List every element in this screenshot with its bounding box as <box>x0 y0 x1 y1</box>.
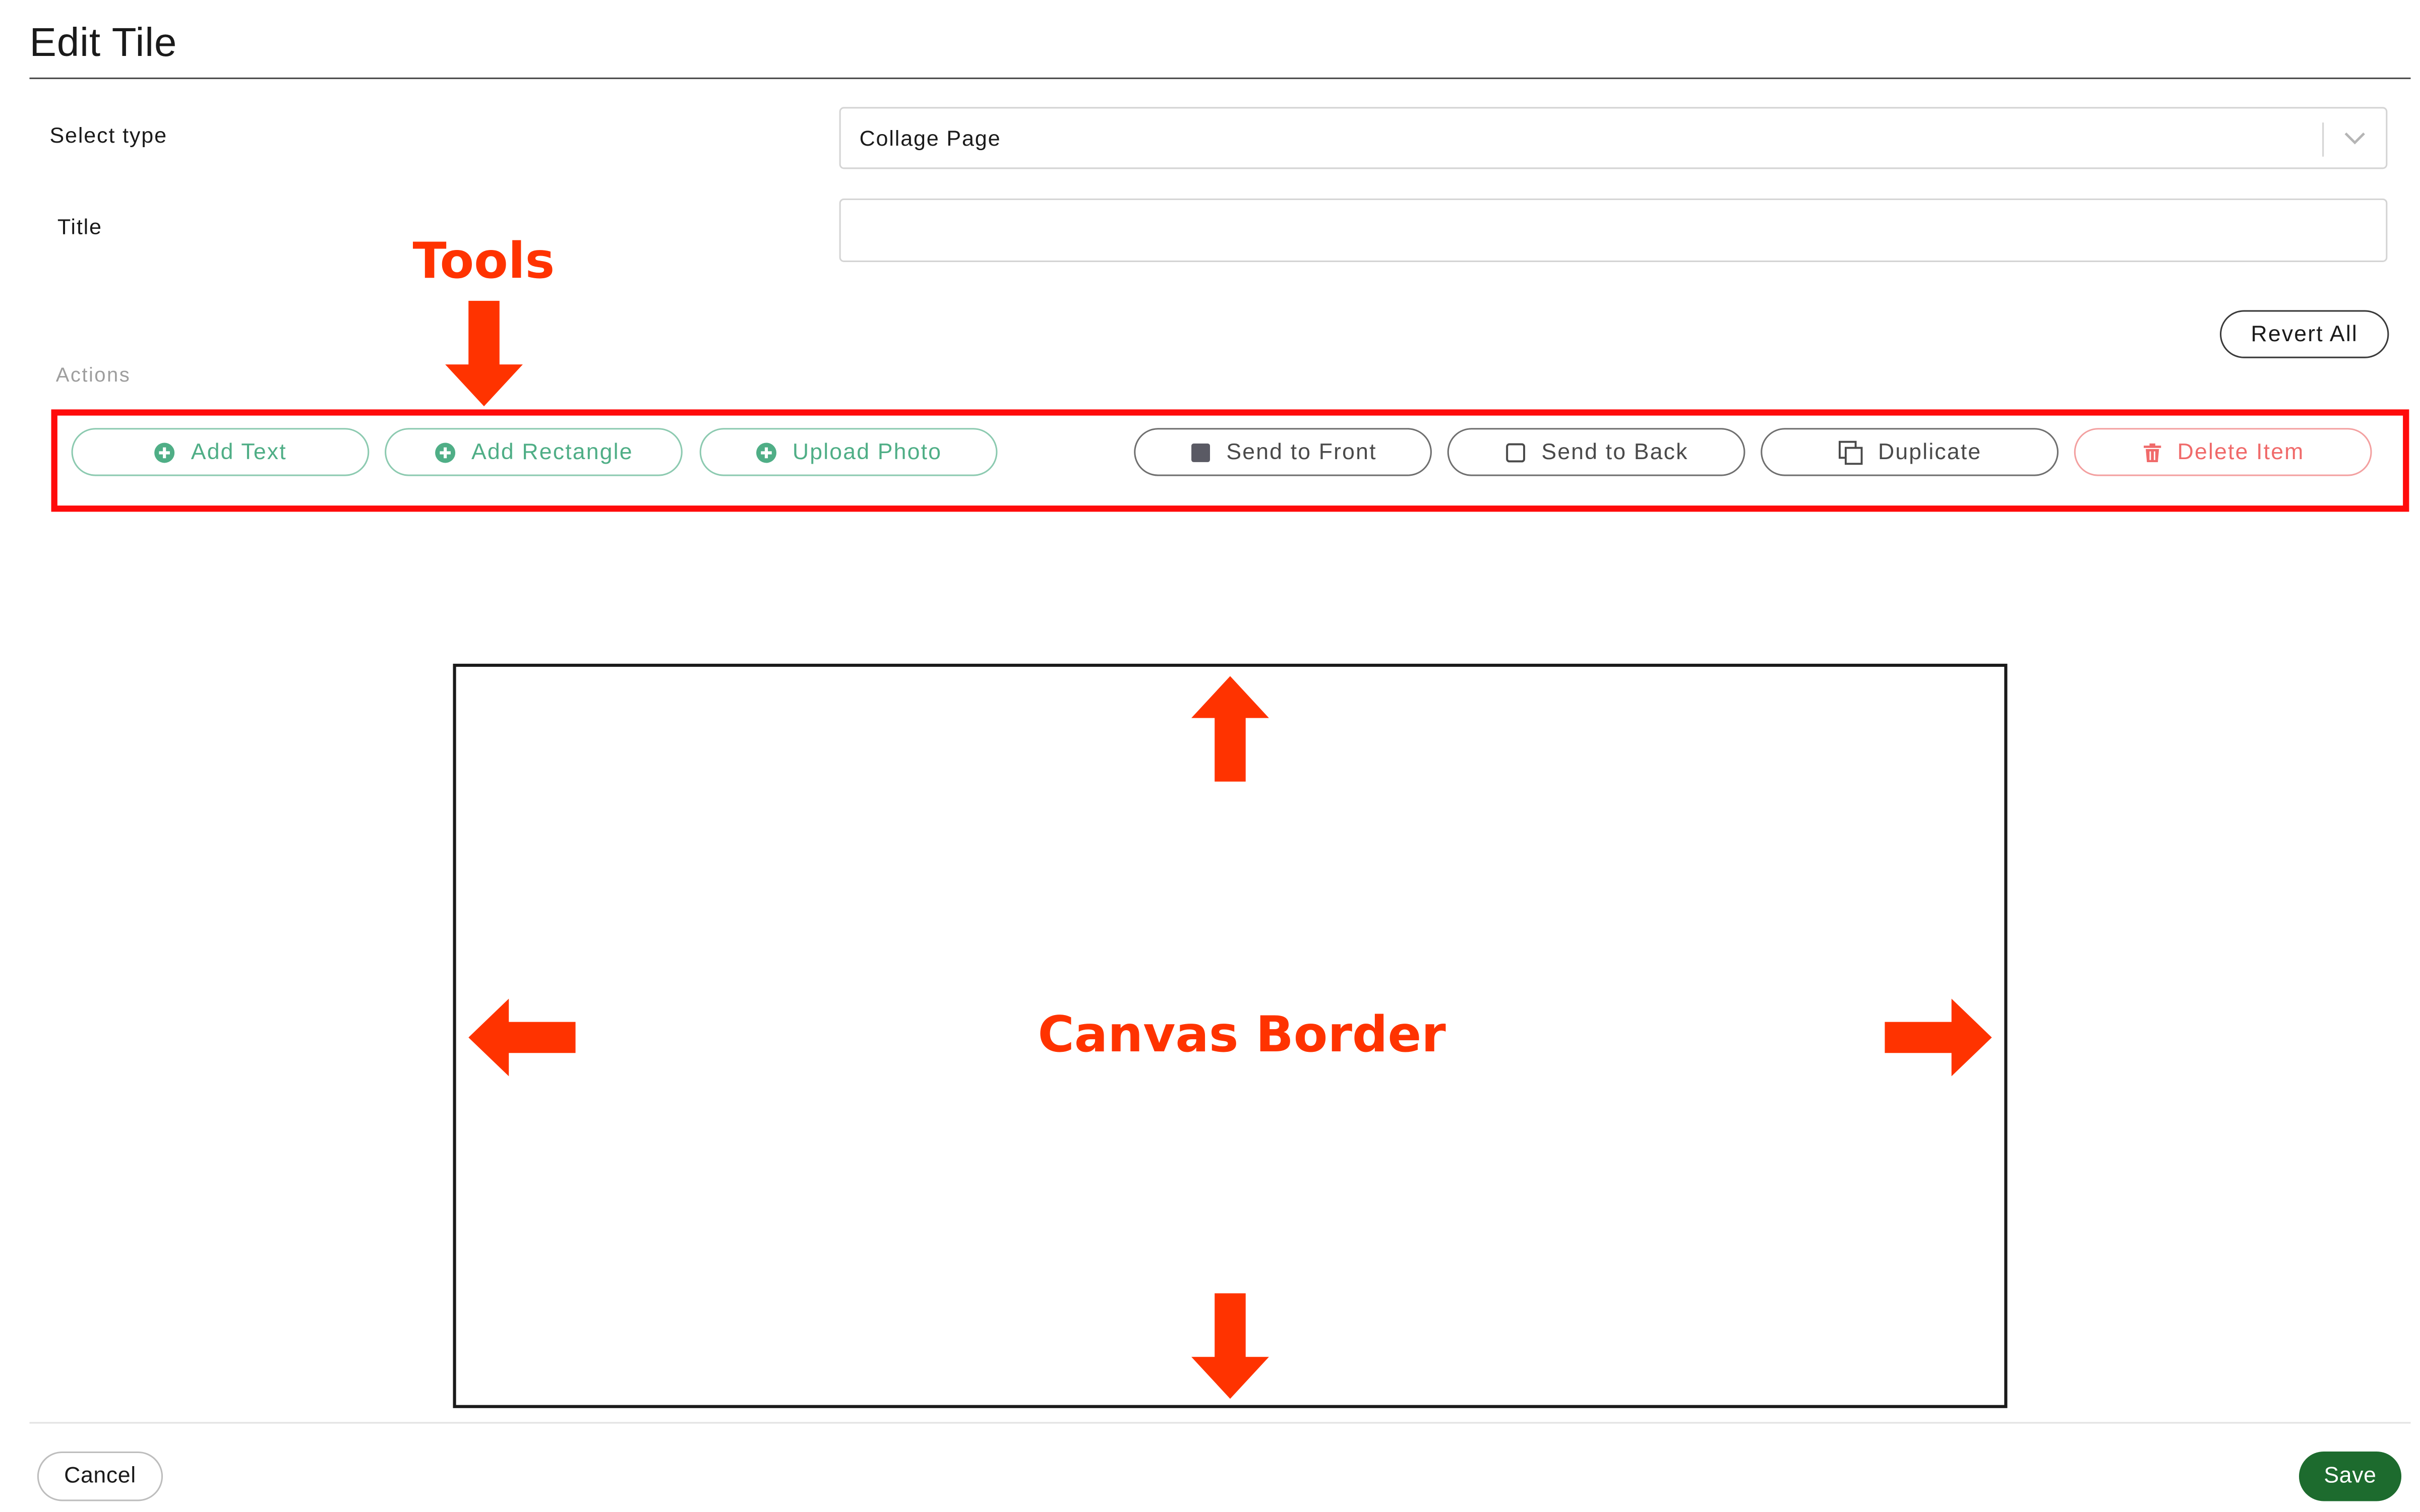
add-text-button[interactable]: Add Text <box>71 428 370 476</box>
send-to-back-label: Send to Back <box>1541 439 1688 465</box>
title-divider <box>29 77 2411 79</box>
arrow-left-icon <box>468 998 576 1077</box>
add-rectangle-button[interactable]: Add Rectangle <box>385 428 683 476</box>
add-text-label: Add Text <box>191 439 287 465</box>
arrow-down-icon <box>445 300 523 407</box>
duplicate-icon <box>1838 440 1862 464</box>
plus-circle-icon <box>756 442 776 462</box>
collage-canvas[interactable] <box>453 663 2008 1408</box>
filled-square-icon <box>1190 443 1209 462</box>
duplicate-button[interactable]: Duplicate <box>1761 428 2059 476</box>
tools-annotation-label: Tools <box>412 231 555 290</box>
actions-label: Actions <box>55 362 131 387</box>
cancel-button[interactable]: Cancel <box>37 1451 163 1501</box>
canvas-border-annotation-label: Canvas Border <box>1038 1004 1446 1064</box>
chevron-down-icon[interactable] <box>2344 130 2366 146</box>
arrow-up-icon <box>1191 676 1269 782</box>
select-type-dropdown[interactable]: Collage Page <box>839 107 2388 169</box>
title-label: Title <box>57 214 102 239</box>
save-button[interactable]: Save <box>2298 1451 2402 1501</box>
upload-photo-button[interactable]: Upload Photo <box>699 428 998 476</box>
page-title: Edit Tile <box>29 18 177 66</box>
select-type-value: Collage Page <box>859 125 1001 151</box>
plus-circle-icon <box>154 442 175 462</box>
trash-icon <box>2143 443 2161 462</box>
send-to-back-button[interactable]: Send to Back <box>1447 428 1745 476</box>
delete-item-button[interactable]: Delete Item <box>2074 428 2372 476</box>
select-separator <box>2322 122 2324 157</box>
delete-item-label: Delete Item <box>2177 439 2305 465</box>
plus-circle-icon <box>435 442 455 462</box>
arrow-down-icon <box>1191 1293 1269 1399</box>
duplicate-label: Duplicate <box>1878 439 1982 465</box>
revert-all-button[interactable]: Revert All <box>2220 310 2389 358</box>
footer-divider <box>29 1422 2411 1424</box>
upload-photo-label: Upload Photo <box>792 439 942 465</box>
title-input[interactable] <box>839 198 2388 262</box>
send-to-front-button[interactable]: Send to Front <box>1134 428 1432 476</box>
empty-square-icon <box>1505 442 1525 462</box>
tools-highlight-box <box>51 409 2409 512</box>
add-rectangle-label: Add Rectangle <box>471 439 633 465</box>
arrow-right-icon <box>1885 998 1992 1077</box>
select-type-label: Select type <box>49 122 167 148</box>
send-to-front-label: Send to Front <box>1226 439 1377 465</box>
